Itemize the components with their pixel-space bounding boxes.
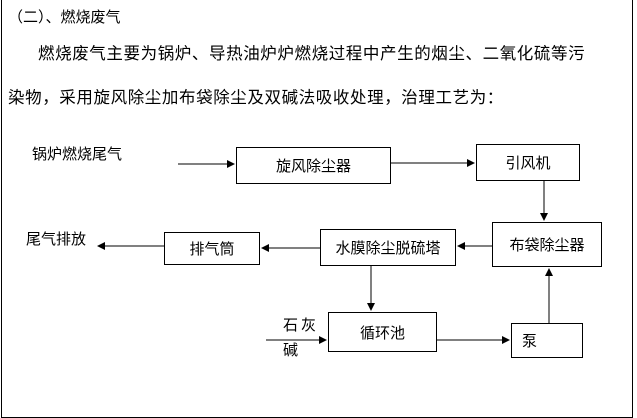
section-heading: （二）、燃烧废气	[8, 8, 121, 26]
paragraph-line-1: 燃烧废气主要为锅炉、导热油炉炉燃烧过程中产生的烟尘、二氧化硫等污	[38, 44, 586, 63]
paragraph-line-2: 染物，采用旋风除尘加布袋除尘及双碱法吸收处理，治理工艺为：	[8, 88, 504, 107]
cyclone-box: 旋风除尘器	[236, 147, 391, 184]
lime-label: 石灰	[283, 316, 320, 334]
alkali-label: 碱	[283, 341, 299, 359]
desulfurization-tower-box: 水膜除尘脱硫塔	[320, 229, 456, 266]
flow-arrows	[97, 159, 553, 344]
input-label: 锅炉燃烧尾气	[32, 145, 123, 163]
bag-filter-box: 布袋除尘器	[492, 222, 602, 267]
exhaust-stack-box: 排气筒	[164, 232, 260, 265]
output-label: 尾气排放	[26, 230, 87, 248]
fan-box: 引风机	[476, 144, 580, 181]
circulation-pool-box: 循环池	[328, 312, 437, 352]
pump-box: 泵	[511, 323, 583, 358]
